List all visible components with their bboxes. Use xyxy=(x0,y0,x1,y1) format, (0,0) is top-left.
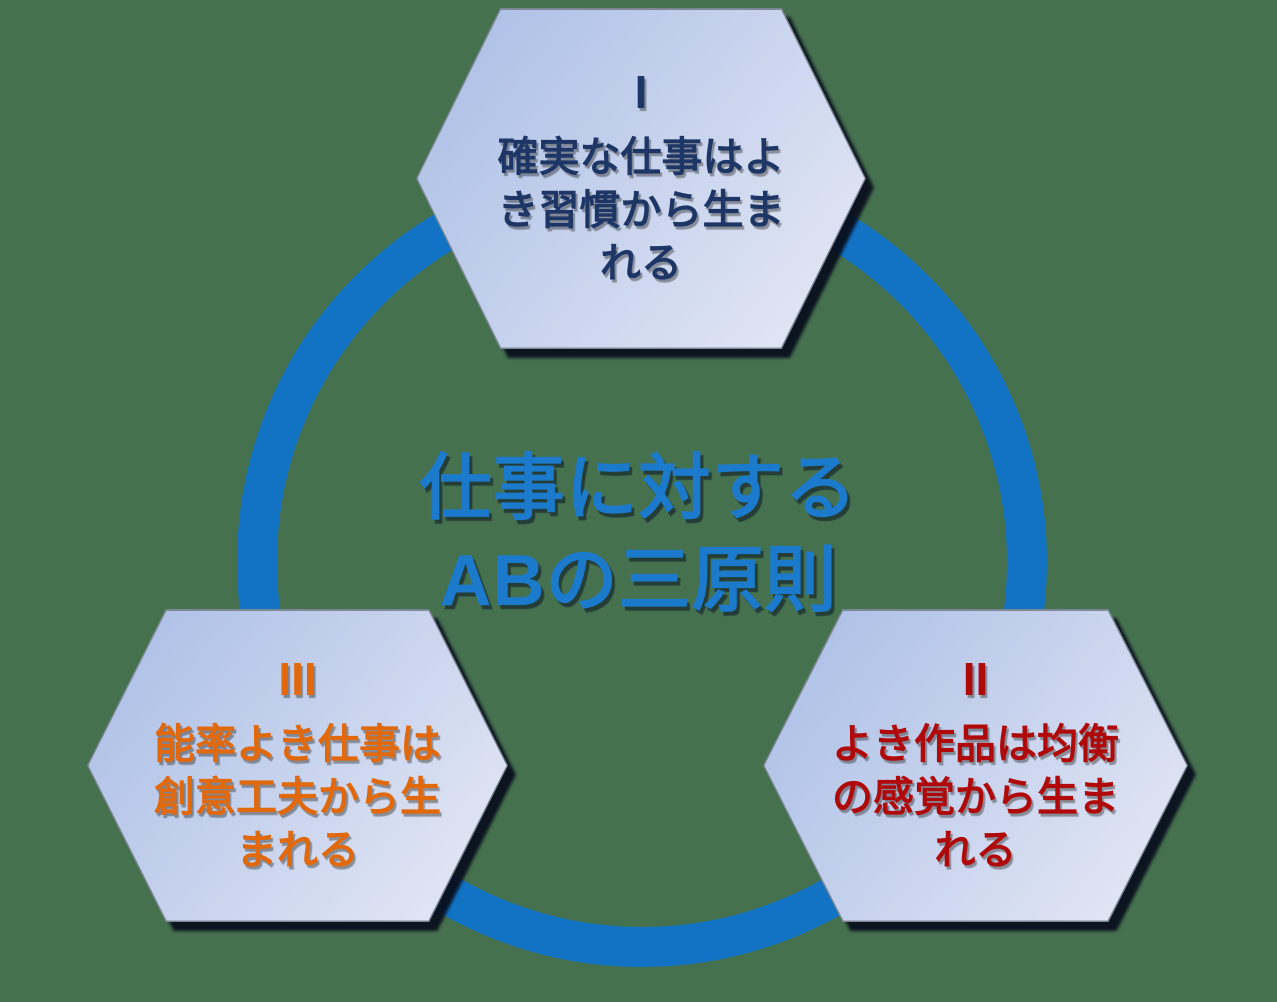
principle-1-numeral: I xyxy=(634,66,648,118)
hexagon-principle-2-text: II よき作品は均衡 の感覚から生ま れる xyxy=(763,609,1188,922)
hexagon-fill xyxy=(417,9,865,348)
hexagon-fill xyxy=(88,610,507,921)
principle-3-numeral: III xyxy=(278,653,317,705)
principle-3-line: 創意工夫から生 xyxy=(154,774,441,820)
title-line-2: ABの三原則 xyxy=(439,541,838,621)
principle-1-line: れる xyxy=(600,240,682,286)
hexagon-principle-3: III 能率よき仕事は 創意工夫から生 まれる xyxy=(87,609,508,922)
hexagon-principle-2: II よき作品は均衡 の感覚から生ま れる xyxy=(763,609,1188,922)
principle-2-line: よき作品は均衡 xyxy=(832,721,1119,767)
hexagon-principle-3-text: III 能率よき仕事は 創意工夫から生 まれる xyxy=(87,609,508,922)
title-line-1: 仕事に対する xyxy=(419,449,858,529)
hexagon-shape xyxy=(416,8,866,349)
principle-3-line: 能率よき仕事は xyxy=(154,721,441,767)
hexagon-shape xyxy=(763,609,1188,922)
principle-3-line: まれる xyxy=(236,827,359,873)
principle-2-numeral: II xyxy=(962,653,989,705)
principle-2-line: れる xyxy=(934,827,1017,873)
principle-1-line: き習慣から生ま xyxy=(497,187,785,233)
principle-2-line: の感覚から生ま xyxy=(832,774,1119,820)
hexagon-fill xyxy=(764,610,1187,921)
hexagon-shape xyxy=(87,609,508,922)
hexagon-principle-1: I 確実な仕事はよ き習慣から生ま れる xyxy=(416,8,866,349)
hexagon-principle-1-text: I 確実な仕事はよ き習慣から生ま れる xyxy=(416,8,866,349)
principle-1-line: 確実な仕事はよ xyxy=(497,134,785,180)
diagram-title: 仕事に対する ABの三原則 xyxy=(0,443,1277,627)
